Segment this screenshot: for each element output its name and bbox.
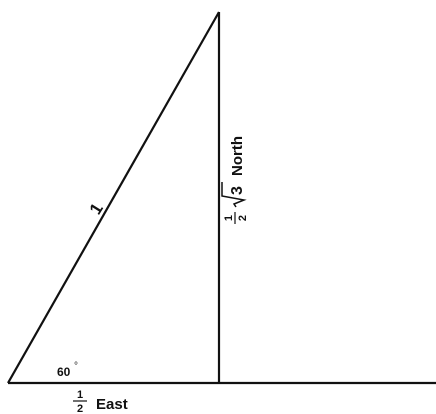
height-fraction-denominator: 2 [237, 215, 249, 221]
base-direction-word: East [96, 396, 128, 413]
hypotenuse [7, 11, 220, 384]
angle-degree-mark: ° [74, 361, 78, 372]
height-direction-word: North [229, 136, 246, 176]
base-fraction-denominator: 2 [77, 403, 83, 414]
radical-sign [221, 182, 247, 208]
height-fraction-numerator: 1 [223, 215, 235, 221]
base-label: 1 2 East [73, 389, 128, 414]
angle-label: 60 [57, 365, 71, 379]
height-radical-value: 3 [229, 186, 246, 195]
base-fraction-numerator: 1 [77, 389, 83, 401]
height-label: 1 2 3 North [221, 136, 249, 224]
